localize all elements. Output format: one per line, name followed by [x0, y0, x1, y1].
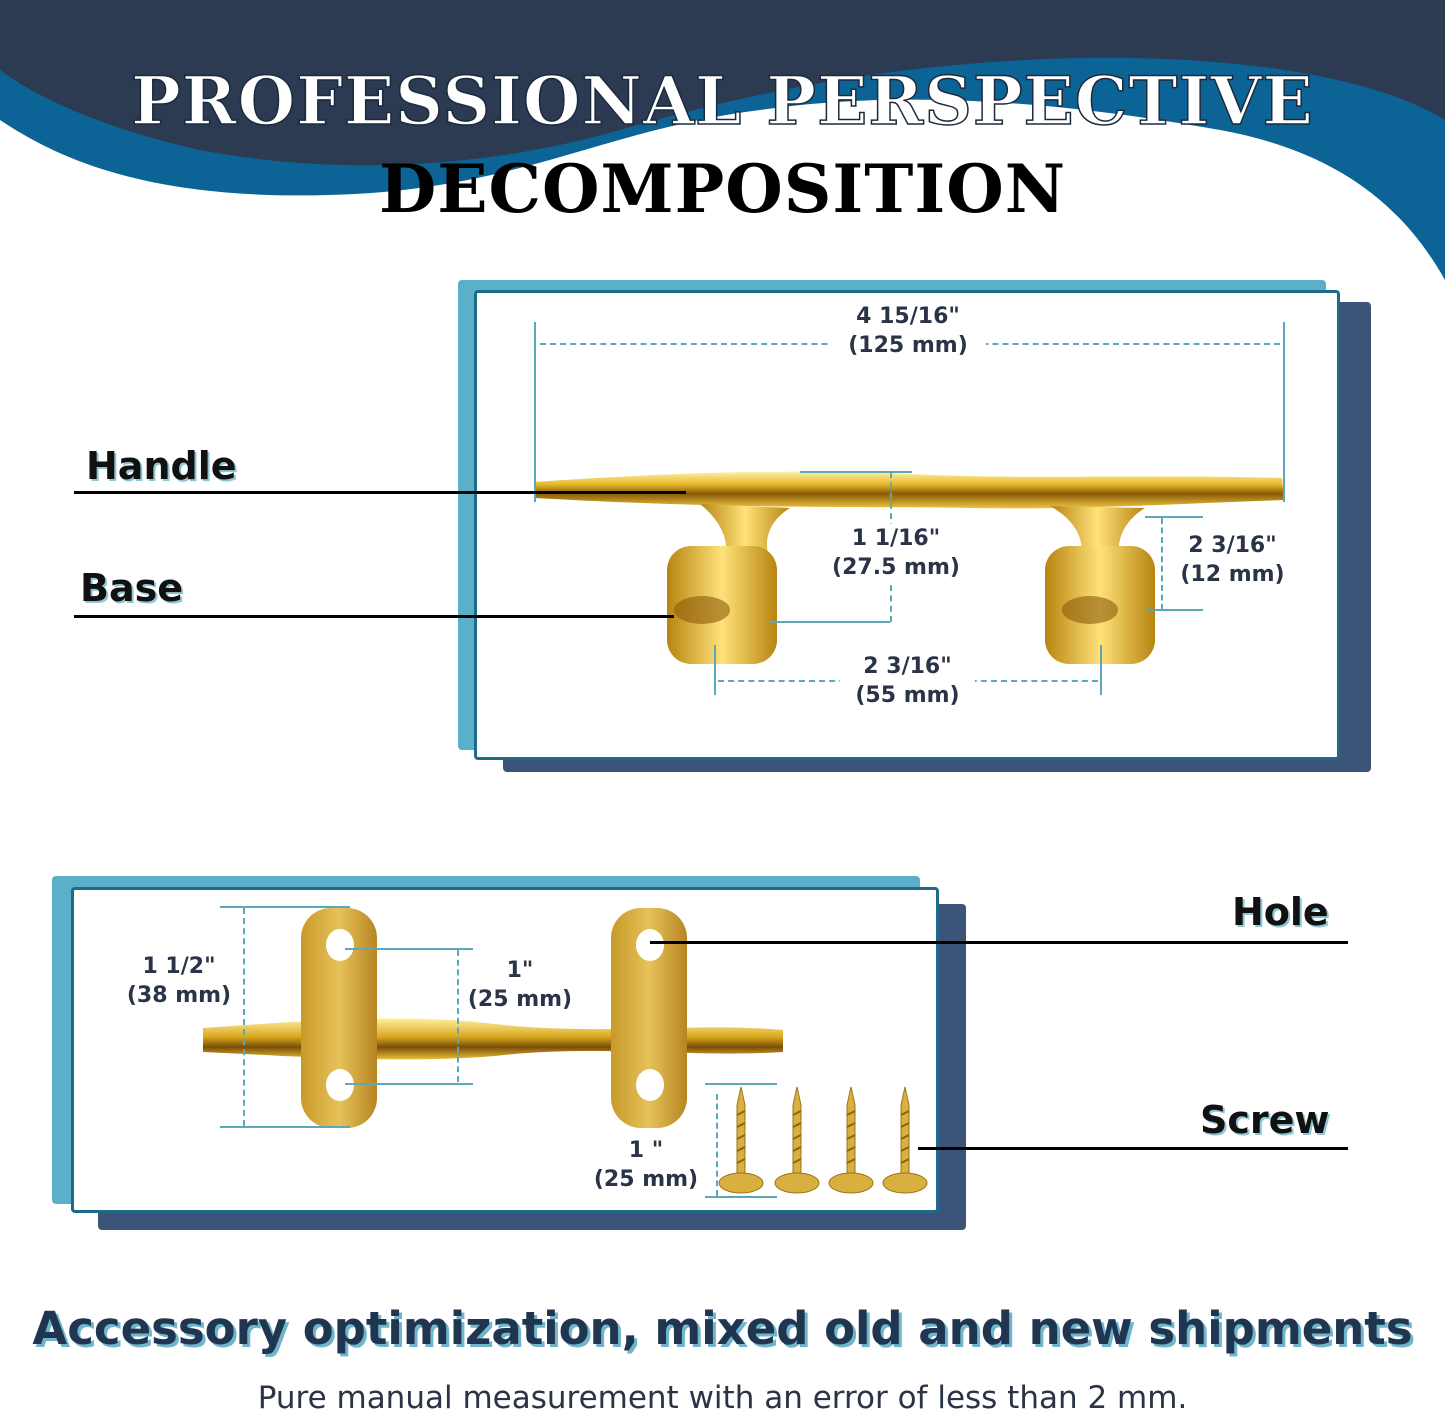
dim-screw-length-imperial: 1 " — [628, 1138, 664, 1163]
screw-icon — [882, 1086, 928, 1194]
dim-height-metric: (27.5 mm) — [832, 555, 960, 580]
dim-hole-spacing-bottom — [345, 1083, 473, 1085]
dim-base-height-bottom — [1145, 609, 1203, 611]
dim-base-height-line — [1161, 518, 1163, 610]
dim-overall-length: 4 15/16" (125 mm) — [830, 302, 986, 360]
dim-base-spacing-imperial: 2 3/16" — [863, 654, 952, 679]
dim-base-length-line — [243, 908, 245, 1126]
callout-screw-leader — [918, 1147, 1348, 1150]
dim-base-length-top — [220, 906, 350, 908]
header-wave-background — [0, 0, 1445, 280]
footer-subtext: Pure manual measurement with an error of… — [257, 1380, 1188, 1416]
dim-hole-spacing-imperial: 1" — [506, 958, 534, 983]
dim-base-length: 1 1/2" (38 mm) — [118, 952, 240, 1010]
footer-headline: Accessory optimization, mixed old and ne… — [32, 1302, 1413, 1355]
dim-screw-length-metric: (25 mm) — [593, 1167, 699, 1192]
callout-base-leader — [74, 615, 674, 618]
dim-screw-length: 1 " (25 mm) — [588, 1136, 704, 1194]
dim-ext-line-left — [534, 322, 536, 502]
dim-hole-spacing-metric: (25 mm) — [467, 987, 573, 1012]
dim-overall-length-metric: (125 mm) — [848, 333, 968, 358]
screw-icon — [828, 1086, 874, 1194]
callout-handle-label: Handle — [86, 444, 237, 488]
cleat-side-illustration — [535, 471, 1284, 664]
dim-base-length-metric: (38 mm) — [126, 983, 232, 1008]
dim-overall-length-imperial: 4 15/16" — [856, 304, 960, 329]
dim-screw-line — [716, 1094, 718, 1196]
callout-hole-label: Hole — [1232, 890, 1329, 934]
dim-height-top — [800, 471, 912, 473]
dim-base-length-imperial: 1 1/2" — [142, 954, 216, 979]
dim-spacing-ext-right — [1100, 645, 1102, 695]
dim-hole-spacing-top — [345, 948, 473, 950]
dim-height: 1 1/16" (27.5 mm) — [818, 524, 974, 582]
dim-base-height-metric: (12 mm) — [1180, 562, 1285, 587]
dim-base-spacing-metric: (55 mm) — [855, 683, 960, 708]
callout-base-label: Base — [80, 566, 183, 610]
cleat-top-illustration — [203, 908, 783, 1128]
callout-handle-leader — [74, 491, 686, 494]
dim-screw-top — [705, 1083, 777, 1085]
dim-spacing-ext-left — [714, 645, 716, 695]
dim-base-height-imperial: 2 3/16" — [1188, 533, 1277, 558]
dim-base-spacing: 2 3/16" (55 mm) — [840, 652, 975, 710]
screw-icon — [774, 1086, 820, 1194]
dim-hole-spacing: 1" (25 mm) — [460, 956, 580, 1014]
page-title-line1: PROFESSIONAL PERSPECTIVE — [130, 61, 1314, 141]
dim-base-height: 2 3/16" (12 mm) — [1170, 531, 1295, 589]
page-title-line2: DECOMPOSITION — [378, 150, 1067, 228]
dim-height-imperial: 1 1/16" — [851, 526, 941, 551]
dim-base-height-top — [1145, 516, 1203, 518]
screw-icon — [718, 1086, 764, 1194]
dim-screw-bottom — [705, 1196, 777, 1198]
callout-hole-leader — [650, 941, 1348, 944]
callout-screw-label: Screw — [1200, 1098, 1330, 1142]
screws-illustration — [718, 1086, 928, 1194]
dim-ext-line-right — [1283, 322, 1285, 502]
dim-base-length-bottom — [220, 1126, 350, 1128]
dim-hole-spacing-line — [457, 950, 459, 1082]
dim-height-bottom — [770, 621, 890, 623]
